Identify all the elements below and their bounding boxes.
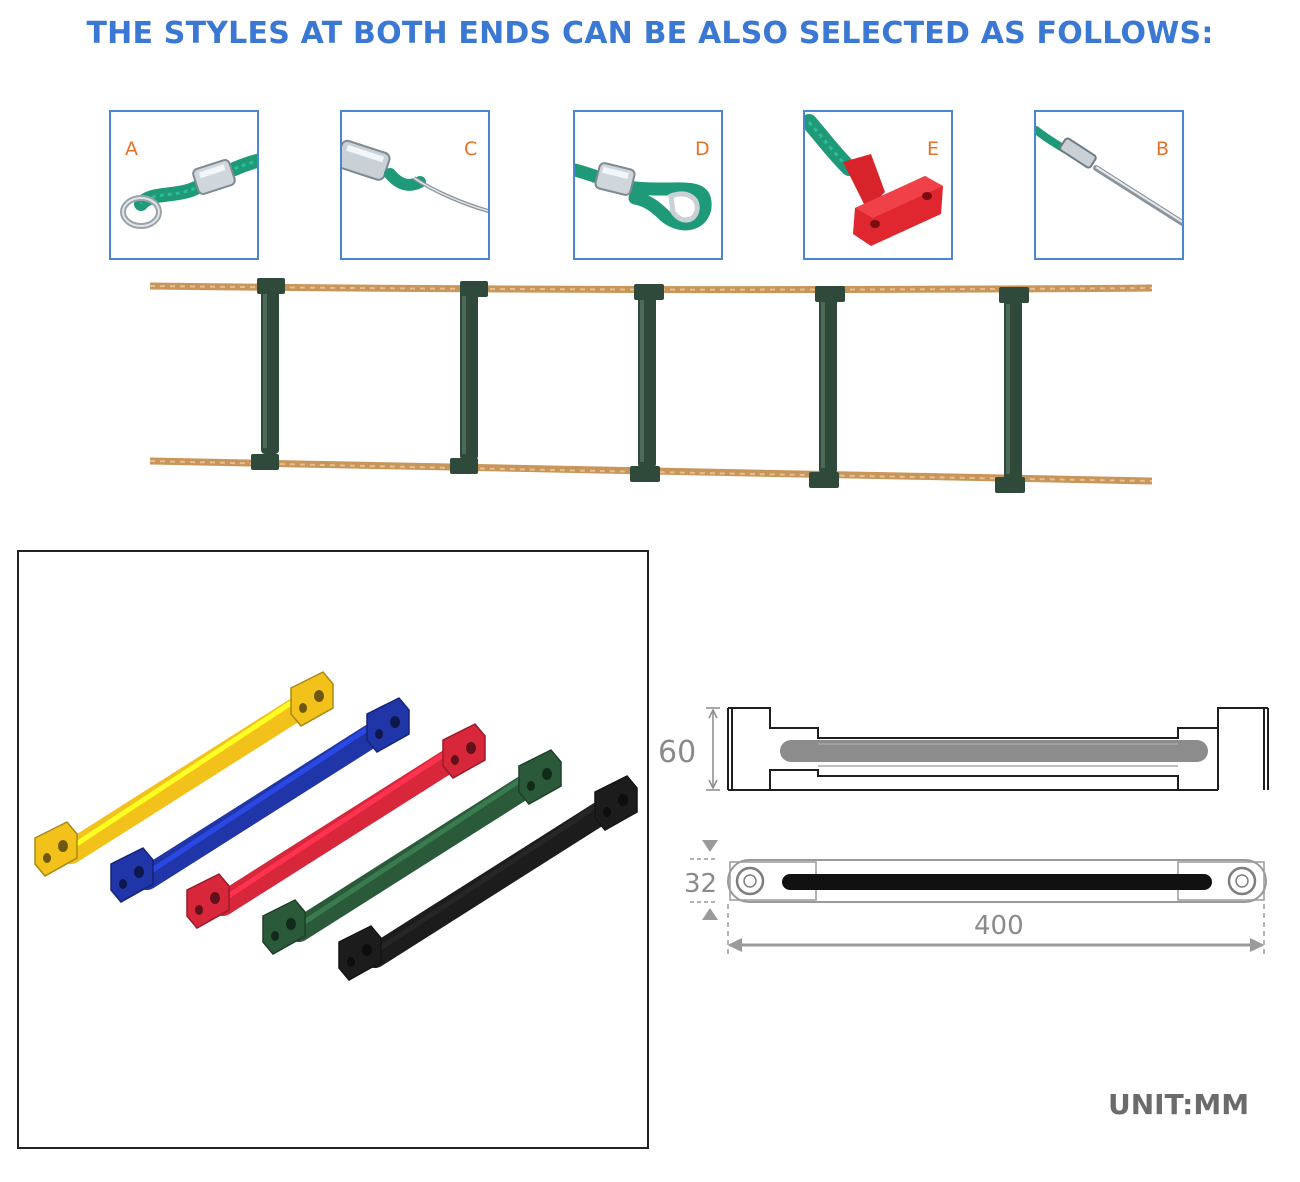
end-option-c: C [340,110,490,260]
option-letter: A [125,138,138,160]
bracket-mount-end-image [805,114,943,246]
sleeve-rod-end-image [1036,126,1182,227]
length-dimension: 400 [974,911,1024,941]
top-view-outline [690,840,1267,954]
page-title: THE STYLES AT BOTH ENDS CAN BE ALSO SELE… [86,16,1214,51]
end-option-a: A [109,110,259,260]
green-rung [262,749,562,955]
side-view-outline [706,707,1269,791]
height-dimension: 60 [658,735,696,770]
option-letter: C [464,138,478,160]
option-letter: D [695,138,710,160]
end-option-e: E [803,110,953,260]
blue-rung [110,697,410,903]
end-option-d: D [573,110,723,260]
dimension-drawing: 60 32 400 [658,707,1269,954]
thickness-dimension: 32 [684,869,717,899]
rope-ladder-image [150,278,1152,493]
option-letter: E [927,138,940,160]
yellow-rung [34,671,334,877]
ladder-rung [630,284,664,482]
ring-thimble-end-image [120,153,257,229]
option-letter: B [1156,138,1170,160]
ladder-rung [251,278,285,470]
black-rung [338,775,638,981]
ladder-rung [450,281,488,474]
red-rung [186,723,486,929]
unit-label: UNIT:MM [1108,1088,1250,1121]
sleeve-hook-end-image [342,139,488,213]
colored-rungs-image [34,671,638,981]
end-option-b: B [1034,110,1184,260]
rung-colors-photo [17,550,649,1149]
ladder-rung [809,286,845,488]
ladder-rung [995,287,1029,493]
thimble-loop-end-image [575,162,712,231]
